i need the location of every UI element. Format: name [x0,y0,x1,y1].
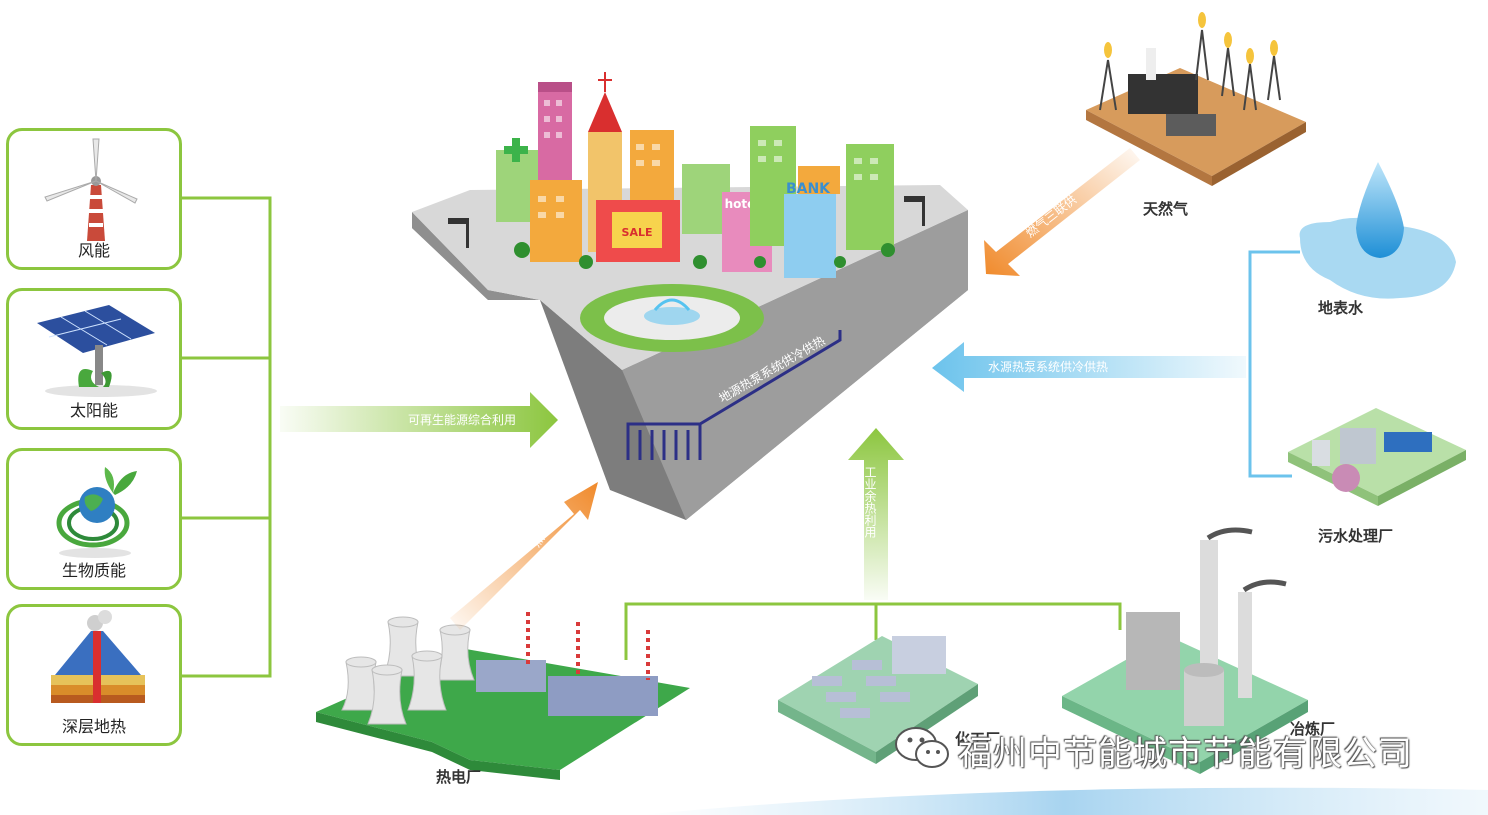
thermal-arrow: 热电联产 [450,482,598,630]
wind-turbine-icon [44,138,138,241]
sale-sign: SALE [622,226,653,239]
surface-water [1299,162,1456,299]
city-buildings: SALE hotel BANK [448,72,925,278]
chemical-plant-label: 化工厂 [955,730,1001,748]
biomass-globe-icon [56,467,137,558]
city-platform: 地源热泵系统供冷供热 [412,185,968,520]
wechat-icon [895,727,949,768]
industrial-arrow-label: 工业余热利用 [863,466,877,539]
geothermal-label: 深层地热 [61,717,126,736]
watermark-text: 福州中节能城市节能有限公司 [958,734,1413,774]
solar-label: 太阳能 [69,401,118,420]
bank-sign: BANK [786,181,831,197]
thermal-plant-label: 热电厂 [436,768,482,786]
source-solar: 太阳能 [6,288,182,430]
source-biomass: 生物质能 [6,448,182,590]
water-source-arrow: 水源热泵系统供冷供热 [932,342,1246,392]
water-source-arrow-label: 水源热泵系统供冷供热 [988,360,1108,374]
thermal-plant [316,612,690,780]
renewable-arrow: 可再生能源综合利用 [280,392,558,448]
bottom-wave [640,787,1488,815]
biomass-label: 生物质能 [61,561,126,580]
renewable-arrow-label: 可再生能源综合利用 [408,412,516,427]
source-wind: 风能 [6,128,182,270]
gas-arrow: 燃气三联供 [984,148,1140,276]
sewage-plant-label: 污水处理厂 [1318,527,1394,545]
sewage-plant [1288,408,1466,506]
natural-gas-label: 天然气 [1143,200,1189,218]
industrial-bracket [624,602,1122,660]
smelter-label: 冶炼厂 [1290,720,1336,738]
wind-label: 风能 [77,241,110,260]
water-bracket [1248,250,1300,478]
industrial-arrow: 工业余热利用 [848,428,904,600]
natural-gas-plant [1086,12,1306,186]
source-geothermal: 深层地热 [6,604,182,746]
gas-arrow-label: 燃气三联供 [1023,192,1080,241]
smelter [1062,527,1308,774]
volcano-icon [51,610,145,703]
sources-bracket [182,196,272,678]
surface-water-label: 地表水 [1318,299,1364,317]
solar-panel-icon [37,305,157,397]
